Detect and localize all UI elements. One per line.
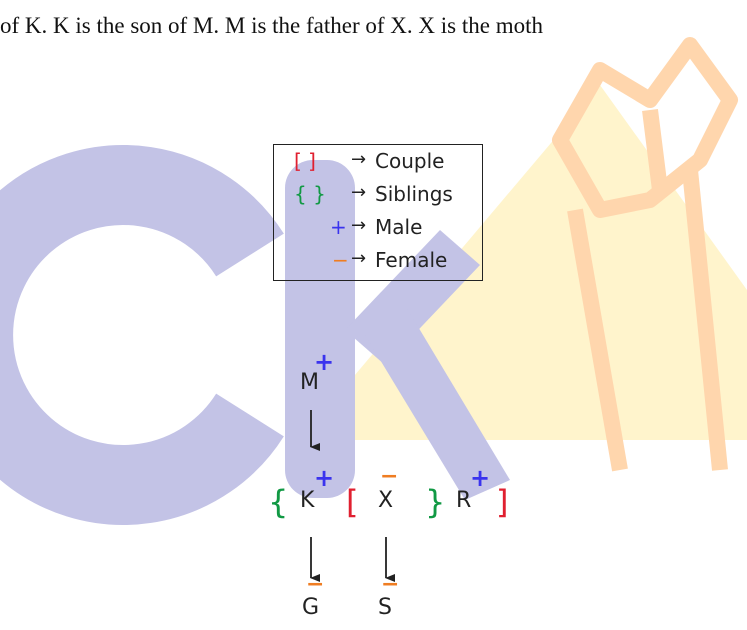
watermark-k (285, 160, 510, 500)
sibling-bracket-close: } (425, 483, 446, 521)
female-label: Female (375, 248, 448, 272)
siblings-label: Siblings (375, 182, 453, 206)
question-text: of K. K is the son of M. M is the father… (0, 13, 543, 38)
node-m: M (300, 370, 319, 395)
node-x: X (378, 488, 394, 513)
arrow-icon: → (351, 215, 367, 236)
node-g: G (302, 595, 320, 620)
legend-row-siblings: { } → Siblings (274, 182, 484, 212)
couple-bracket-close: ] (496, 483, 509, 521)
couple-symbol: [ ] (294, 149, 316, 173)
node-k: K (300, 488, 315, 513)
legend-row-couple: [ ] → Couple (274, 149, 484, 179)
legend-row-female: − → Female (274, 248, 484, 278)
watermark-c (0, 145, 284, 525)
male-marker: + (470, 464, 491, 492)
male-marker: + (314, 348, 335, 376)
node-r: R (456, 488, 472, 513)
legend-row-male: + → Male (274, 215, 484, 245)
female-marker: − (306, 572, 325, 597)
female-marker: − (381, 572, 400, 597)
legend: [ ] → Couple { } → Siblings + → Male − →… (273, 144, 483, 281)
arrow-icon: → (351, 149, 367, 170)
arrow-icon: → (351, 248, 367, 269)
male-label: Male (375, 215, 423, 239)
male-marker: + (314, 464, 335, 492)
siblings-symbol: { } (294, 182, 326, 206)
couple-label: Couple (375, 149, 445, 173)
node-s: S (378, 595, 392, 620)
sibling-bracket-open: { (268, 483, 289, 521)
couple-bracket-open: [ (346, 483, 359, 521)
female-symbol: − (332, 248, 349, 272)
male-symbol: + (330, 215, 347, 239)
female-marker: − (380, 464, 399, 489)
arrow-icon: → (351, 182, 367, 203)
watermark-crown (552, 37, 738, 472)
